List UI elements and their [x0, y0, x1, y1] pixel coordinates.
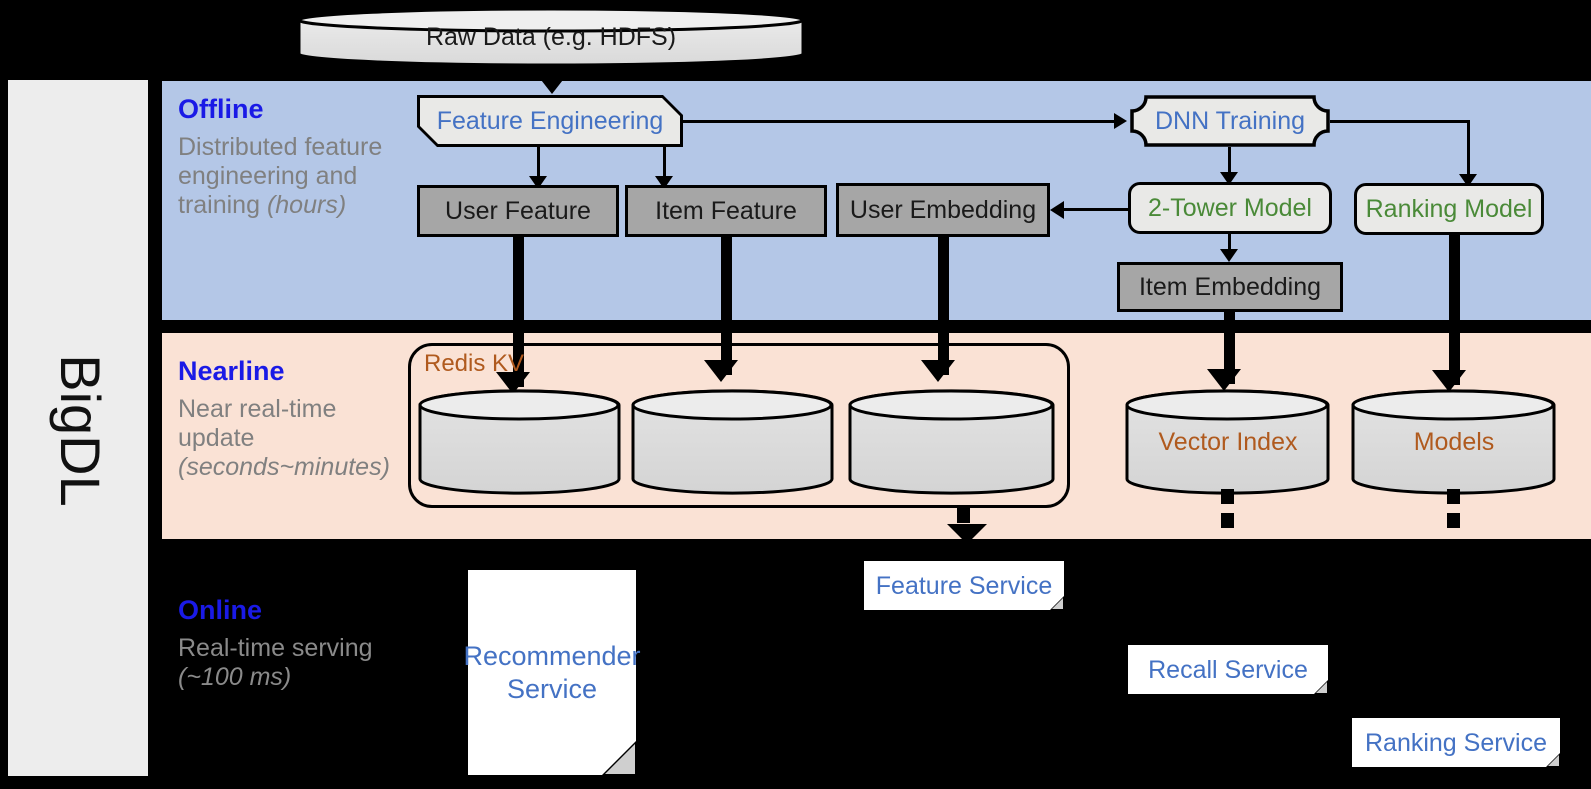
link-fe-itemfeature-line — [663, 147, 666, 183]
user-feature-store-shape — [418, 389, 621, 495]
ranking-service-node[interactable]: Ranking Service — [1352, 718, 1560, 767]
link-fe-dnn-line — [683, 120, 1115, 123]
models-cylinder[interactable]: Models — [1350, 388, 1558, 496]
link-dnn-ranking-h — [1330, 120, 1470, 123]
nearline-caption: Nearline Near real-time update (seconds~… — [178, 356, 408, 483]
two-tower-model-node[interactable]: 2-Tower Model — [1128, 182, 1332, 234]
vector-index-cylinder[interactable]: Vector Index — [1124, 388, 1332, 496]
offline-caption: Offline Distributed feature engineering … — [178, 94, 408, 221]
link-dnn-ranking-v — [1467, 120, 1470, 182]
pipe-rankingmodel-head — [1432, 370, 1466, 392]
models-shape — [1351, 389, 1556, 495]
recommender-service-node[interactable]: Recommender Service — [463, 570, 641, 775]
user-embedding-label: User Embedding — [849, 195, 1037, 224]
ranking-model-node[interactable]: Ranking Model — [1354, 183, 1544, 235]
dash-vectorindex-recall-2 — [1221, 513, 1234, 528]
online-subtitle-plain: Real-time serving — [178, 633, 373, 662]
feature-service-label: Feature Service — [875, 571, 1053, 600]
nearline-subtitle: Near real-time update (seconds~minutes) — [178, 395, 408, 483]
page-fold-inner-icon — [1316, 682, 1327, 693]
user-feature-store-cylinder[interactable] — [417, 388, 622, 496]
arrow-rawdata-fe-line — [549, 66, 554, 84]
link-twotower-itemembedding-head — [1220, 249, 1238, 262]
page-fold-inner-icon — [1548, 755, 1559, 766]
dash-redis-featureservice-1 — [957, 508, 970, 523]
dash-vectorindex-recall-1 — [1221, 489, 1234, 504]
redis-kv-container — [408, 343, 1070, 508]
pipe-userfeature-store — [513, 237, 524, 387]
raw-data-cylinder: Raw Data (e.g. HDFS) — [296, 6, 806, 68]
recommender-service-label: Recommender Service — [463, 641, 641, 704]
link-twotower-itemembedding-line — [1228, 234, 1231, 254]
page-fold-inner-icon — [1052, 598, 1063, 609]
user-embedding-store-shape — [848, 389, 1055, 495]
bigdl-sidebar: BigDL — [6, 78, 150, 778]
online-subtitle-italic: (~100 ms) — [178, 662, 292, 691]
pipe-itemembedding-head — [1207, 369, 1241, 391]
item-feature-store-label — [630, 388, 835, 496]
user-feature-node[interactable]: User Feature — [417, 185, 619, 237]
dnn-training-label: DNN Training — [1154, 106, 1306, 135]
online-caption: Online Real-time serving (~100 ms) — [178, 595, 408, 693]
bigdl-text: BigDL — [48, 353, 112, 507]
dnn-training-node[interactable]: DNN Training — [1130, 95, 1330, 147]
item-feature-store-shape — [631, 389, 834, 495]
pipe-userfeature-head — [496, 372, 530, 394]
user-feature-label: User Feature — [445, 196, 591, 225]
item-feature-label: Item Feature — [655, 196, 797, 225]
link-dnn-twotower-head — [1220, 172, 1238, 185]
raw-data-shape — [297, 7, 805, 67]
dash-models-ranking-2 — [1447, 513, 1460, 528]
models-label: Models — [1413, 427, 1495, 456]
vector-index-shape — [1125, 389, 1330, 495]
user-feature-store-label — [417, 388, 622, 496]
user-embedding-store-cylinder[interactable] — [847, 388, 1057, 496]
pipe-userembedding-head — [921, 360, 955, 382]
item-embedding-node[interactable]: Item Embedding — [1117, 262, 1343, 312]
pipe-rankingmodel-models — [1449, 235, 1460, 385]
page-fold-inner-icon — [605, 744, 635, 774]
bigdl-logo-label: BigDL — [8, 80, 152, 780]
ranking-model-label: Ranking Model — [1365, 194, 1533, 223]
link-fe-userfeature-line — [537, 147, 540, 183]
dash-models-ranking-1 — [1447, 489, 1460, 504]
item-feature-store-cylinder[interactable] — [630, 388, 835, 496]
pipe-itemfeature-store — [721, 237, 732, 375]
link-dnn-twotower-line — [1228, 147, 1231, 180]
feature-engineering-label: Feature Engineering — [420, 98, 680, 144]
user-embedding-node[interactable]: User Embedding — [836, 183, 1050, 237]
raw-data-label: Raw Data (e.g. HDFS) — [425, 22, 677, 51]
pipe-itemembedding-vectorindex — [1224, 312, 1235, 384]
dnn-training-shape — [1130, 95, 1330, 147]
redis-kv-label: Redis KV — [424, 350, 525, 377]
ranking-service-label: Ranking Service — [1364, 728, 1548, 757]
offline-title: Offline — [178, 94, 264, 124]
online-subtitle: Real-time serving (~100 ms) — [178, 634, 408, 693]
recall-service-node[interactable]: Recall Service — [1128, 645, 1328, 694]
nearline-subtitle-italic: (seconds~minutes) — [178, 453, 390, 482]
online-title: Online — [178, 595, 263, 625]
vector-index-label: Vector Index — [1158, 427, 1298, 456]
dash-redis-featureservice-head — [947, 524, 987, 544]
link-twotower-userembedding-line — [1064, 208, 1130, 211]
arrow-rawdata-fe-head — [538, 76, 566, 94]
link-twotower-userembedding-head — [1050, 201, 1064, 219]
feature-service-node[interactable]: Feature Service — [864, 561, 1064, 610]
nearline-title: Nearline — [178, 356, 285, 386]
pipe-userembedding-store — [938, 237, 949, 375]
link-fe-dnn-head — [1114, 113, 1127, 129]
recall-service-label: Recall Service — [1148, 655, 1308, 684]
pipe-itemfeature-head — [704, 360, 738, 382]
item-embedding-label: Item Embedding — [1138, 272, 1322, 301]
offline-subtitle-italic: (hours) — [266, 191, 347, 220]
two-tower-model-label: 2-Tower Model — [1148, 193, 1312, 222]
nearline-subtitle-plain: Near real-time update — [178, 394, 337, 452]
offline-subtitle: Distributed feature engineering and trai… — [178, 133, 408, 221]
user-embedding-store-label — [847, 388, 1057, 496]
feature-engineering-node[interactable]: Feature Engineering — [417, 95, 683, 147]
offline-subtitle-plain: Distributed feature engineering and trai… — [178, 132, 383, 220]
item-feature-node[interactable]: Item Feature — [625, 185, 827, 237]
